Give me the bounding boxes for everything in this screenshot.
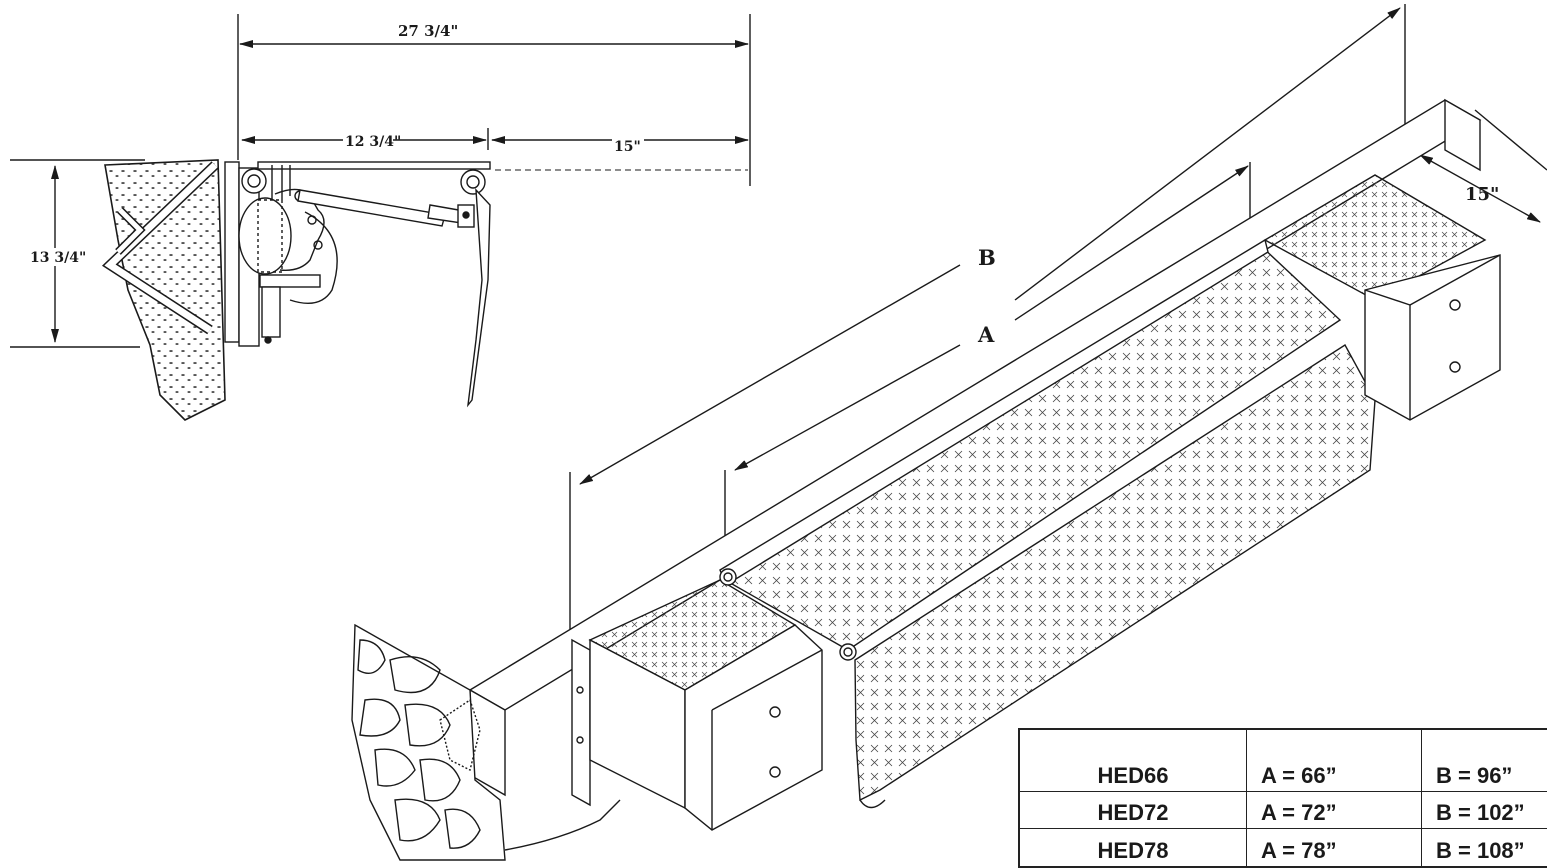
- label-width-a: A: [977, 322, 995, 347]
- label-side-lip: 15": [1465, 184, 1499, 205]
- model-cell: HED66: [1019, 729, 1247, 791]
- b-cell: B = 108”: [1422, 829, 1547, 867]
- label-overall-depth: 27 3/4": [398, 22, 458, 40]
- a-cell: A = 66”: [1247, 729, 1422, 791]
- label-width-b: B: [978, 245, 996, 270]
- label-lip-projection: 15": [614, 139, 641, 155]
- table-row: HED72 A = 72” B = 102”: [1019, 791, 1547, 829]
- table-row: HED66 A = 66” B = 96”: [1019, 729, 1547, 791]
- model-spec-table: HED66 A = 66” B = 96” HED72 A = 72” B = …: [1018, 728, 1547, 868]
- label-housing-depth: 12 3/4": [345, 134, 401, 150]
- concrete-pit-wall: [105, 160, 225, 420]
- label-height: 13 3/4": [30, 250, 86, 266]
- a-cell: A = 78”: [1247, 829, 1422, 867]
- table-row: HED78 A = 78” B = 108”: [1019, 829, 1547, 867]
- model-cell: HED78: [1019, 829, 1247, 867]
- b-cell: B = 96”: [1422, 729, 1547, 791]
- side-section-view: [10, 14, 750, 420]
- a-cell: A = 72”: [1247, 791, 1422, 829]
- b-cell: B = 102”: [1422, 791, 1547, 829]
- model-cell: HED72: [1019, 791, 1247, 829]
